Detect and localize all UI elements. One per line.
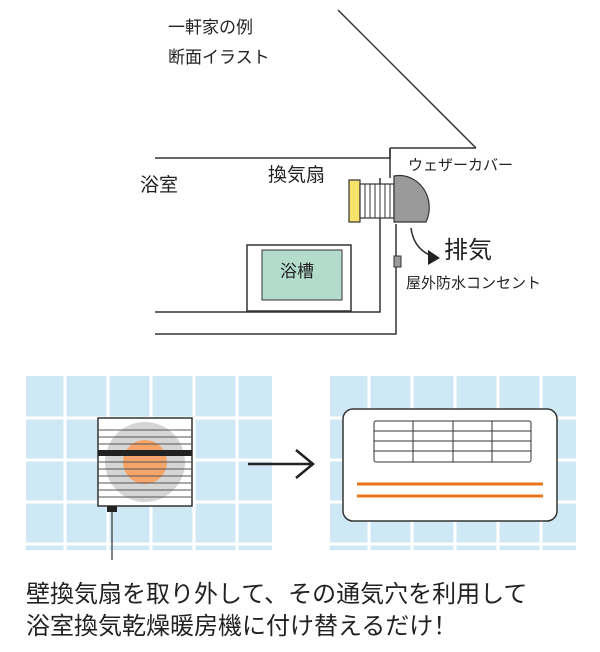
caption-line1: 壁換気扇を取り外して、その通気穴を利用して bbox=[26, 580, 528, 608]
caption-line2: 浴室換気乾燥暖房機に付け替えるだけ！ bbox=[26, 612, 458, 640]
label-exhaust: 排気 bbox=[444, 236, 492, 264]
replace-arrow-icon bbox=[248, 449, 315, 479]
exhaust-arrow-line bbox=[410, 227, 439, 259]
label-weather-cover: ウェザーカバー bbox=[408, 156, 514, 174]
fan-band bbox=[98, 450, 192, 456]
bathroom-heater bbox=[342, 408, 558, 522]
weather-cover bbox=[393, 174, 430, 223]
label-outlet: 屋外防水コンセント bbox=[406, 274, 542, 292]
section-title-line1: 一軒家の例 bbox=[168, 18, 253, 38]
exhaust-arrow-head bbox=[428, 250, 440, 265]
outdoor-outlet bbox=[393, 255, 402, 268]
fan-panel bbox=[348, 179, 361, 223]
label-bathroom: 浴室 bbox=[140, 174, 179, 196]
fan-cord-plug bbox=[107, 506, 117, 512]
label-fan: 換気扇 bbox=[268, 164, 326, 186]
section-title-line2: 断面イラスト bbox=[168, 48, 270, 68]
bathtub-water bbox=[261, 249, 343, 301]
roof-line bbox=[337, 9, 477, 149]
duct-ribs bbox=[364, 184, 391, 218]
fan-duct bbox=[359, 183, 395, 219]
label-bathtub: 浴槽 bbox=[280, 262, 314, 282]
wall-fan bbox=[97, 417, 193, 560]
